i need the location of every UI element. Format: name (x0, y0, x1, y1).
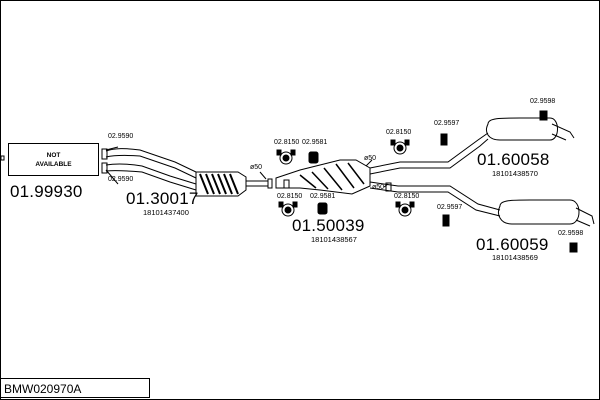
rear-pipe-upper-a (369, 132, 489, 169)
center-silencer (275, 159, 371, 195)
oem-18101438570: 18101438570 (492, 169, 538, 178)
label-02-9597-top: 02.9597 (434, 120, 460, 127)
leader-9590-bottom (105, 169, 119, 185)
mount-icon-9598-bottom (569, 242, 578, 253)
label-02-9597-bottom: 02.9597 (437, 204, 463, 211)
label-02-8150-2: 02.8150 (386, 129, 412, 136)
front-outlet (246, 180, 268, 187)
front-pipe-upper-b (105, 154, 197, 179)
oem-18101437400: 18101437400 (143, 208, 189, 217)
label-02-9590-top: 02.9590 (108, 133, 134, 140)
mount-icon-9597-top (440, 133, 448, 146)
not-available-box: NOT AVAILABLE (8, 143, 99, 176)
not-available-line2: AVAILABLE (35, 161, 72, 168)
center-silencer-hatch (299, 162, 365, 191)
label-02-8150-1: 02.8150 (274, 139, 300, 146)
mount-icon-9581-2 (317, 202, 328, 215)
leader-9590-top (105, 146, 119, 151)
leader-d3 (383, 183, 389, 188)
rear-silencer-upper-tail (551, 123, 575, 141)
diameter-label-2: ø50 (364, 155, 377, 162)
rear-pipe-lower-b (369, 187, 501, 217)
front-pipe-lower-b (105, 170, 197, 191)
rear-lower-clamp (385, 182, 392, 192)
mount-icon-9581-1 (308, 151, 319, 164)
ring-icon-8150-3 (278, 201, 298, 217)
part-01-30017: 01.30017 (126, 189, 199, 208)
front-silencer (195, 171, 247, 197)
front-silencer-ribs (199, 173, 239, 195)
ring-icon-8150-4 (395, 201, 415, 217)
rear-silencer-lower (498, 199, 580, 225)
diagram-code: BMW020970A (4, 382, 82, 396)
part-01-60059: 01.60059 (476, 235, 549, 254)
not-available-line1: NOT (46, 152, 61, 159)
label-02-8150-3: 02.8150 (277, 193, 303, 200)
ring-icon-8150-1 (276, 149, 296, 165)
mount-icon-9598-top (539, 110, 548, 121)
rear-silencer-upper (486, 117, 558, 141)
rear-pipe-lower-a (369, 181, 501, 211)
label-02-9590-bottom: 02.9590 (108, 176, 134, 183)
center-clamp (283, 179, 290, 189)
front-pipe-lower-a (105, 163, 197, 185)
label-02-8150-4: 02.8150 (394, 193, 420, 200)
front-pipe-upper-a (105, 148, 197, 173)
front-flange-upper (101, 148, 108, 160)
mount-icon-9597-bottom (442, 214, 450, 227)
front-flange-lower (101, 162, 108, 174)
leader-d2 (365, 159, 373, 167)
edge-marker (0, 155, 5, 161)
diameter-label-1: ø50 (250, 164, 263, 171)
label-02-9581-2: 02.9581 (310, 193, 336, 200)
part-01-99930: 01.99930 (10, 182, 83, 201)
label-02-9581-1: 02.9581 (302, 139, 328, 146)
label-02-9598-top: 02.9598 (530, 98, 556, 105)
leader-d1 (259, 171, 267, 180)
rear-pipe-upper-b (369, 138, 489, 175)
oem-18101438569: 18101438569 (492, 253, 538, 262)
rear-silencer-lower-tail (575, 207, 595, 227)
oem-18101438567: 18101438567 (311, 235, 357, 244)
footer-box (0, 378, 150, 398)
label-02-9598-bottom: 02.9598 (558, 230, 584, 237)
part-01-50039: 01.50039 (292, 216, 365, 235)
diameter-label-3: ø50 (372, 184, 385, 191)
front-outlet-flange (267, 178, 273, 189)
ring-icon-8150-2 (390, 139, 410, 155)
part-01-60058: 01.60058 (477, 150, 550, 169)
